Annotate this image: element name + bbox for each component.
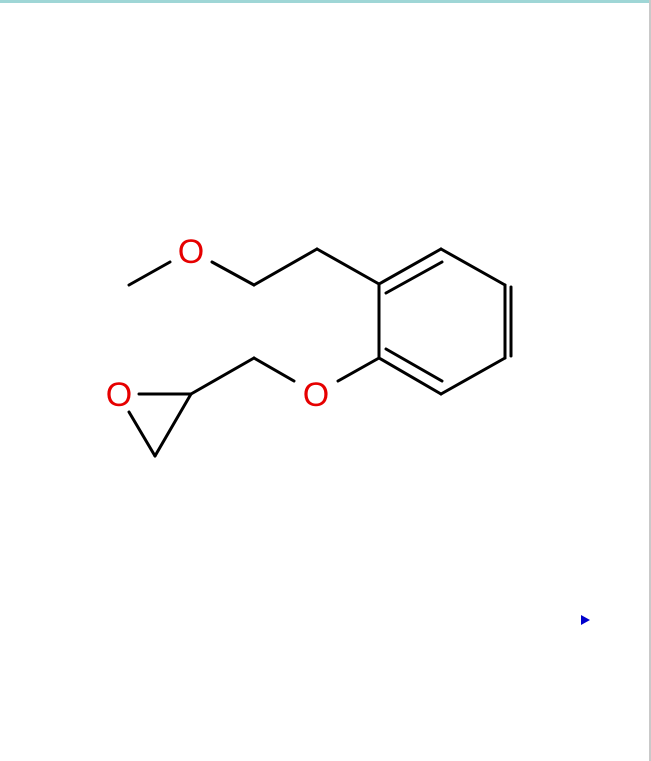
chain-bond-ch2-ch2 <box>252 247 319 287</box>
epoxide-bond-o-ch2 <box>127 410 157 458</box>
top-border <box>0 0 651 3</box>
ring-bond-1-inner <box>384 260 444 295</box>
ring-bond-2 <box>439 247 507 287</box>
ether-oxygen-label: O <box>303 376 329 414</box>
ether-bond-o-ch2 <box>252 356 296 383</box>
ether-bond-ch2-ch <box>189 356 256 396</box>
play-triangle-icon[interactable] <box>581 615 590 625</box>
ring-bond-4 <box>439 356 507 396</box>
chain-bond-o-ch3 <box>127 260 172 287</box>
ring-bond-5-inner <box>384 347 444 383</box>
ether-bond-ring-o <box>336 356 381 383</box>
ring-bond-5 <box>377 356 443 396</box>
chain-bond-ch2-o <box>210 260 256 287</box>
chain-bond-ring-ch2 <box>315 247 381 286</box>
methoxy-oxygen-label: O <box>178 233 204 271</box>
ring-bond-1 <box>377 247 443 286</box>
epoxide-bond-ch2-ch <box>153 392 193 458</box>
epoxide-oxygen-label: O <box>106 376 132 414</box>
right-border <box>649 0 651 761</box>
